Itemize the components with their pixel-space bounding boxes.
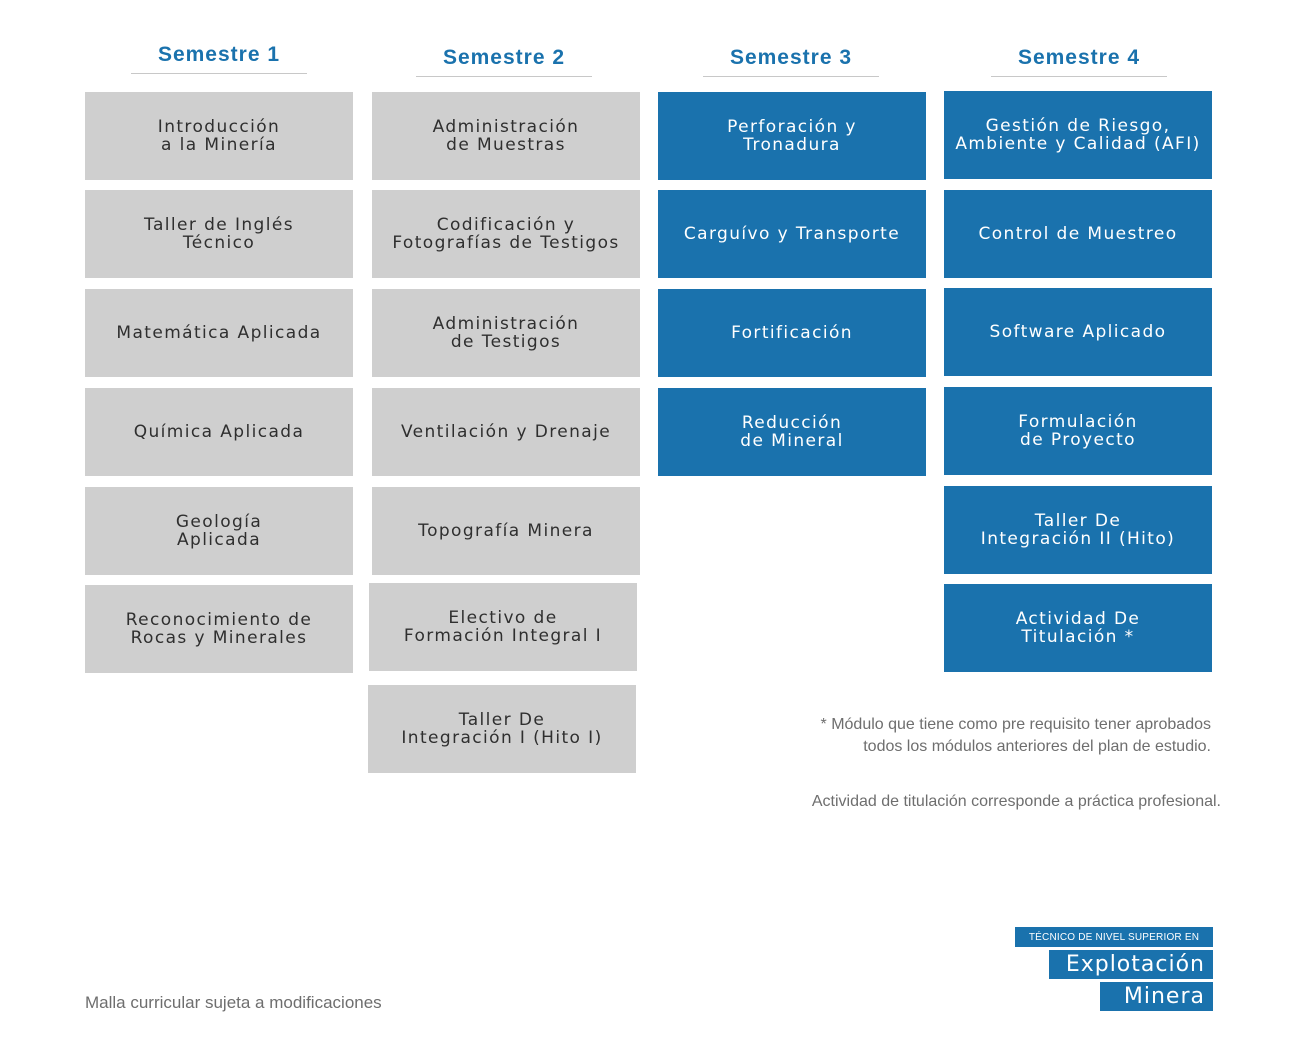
module-box: Taller de Inglés Técnico xyxy=(85,190,353,278)
module-box: Matemática Aplicada xyxy=(85,289,353,377)
module-box: Taller De Integración II (Hito) xyxy=(944,486,1212,574)
program-badge-line2: Minera xyxy=(1100,982,1213,1011)
prerequisite-note: * Módulo que tiene como pre requisito te… xyxy=(700,714,1211,758)
module-box: Gestión de Riesgo, Ambiente y Calidad (A… xyxy=(944,91,1212,179)
module-box: Geología Aplicada xyxy=(85,487,353,575)
semester-4-title: Semestre 4 xyxy=(991,46,1167,77)
module-box: Reducción de Mineral xyxy=(658,388,926,476)
program-badge-subtitle: TÉCNICO DE NIVEL SUPERIOR EN xyxy=(1015,927,1213,947)
module-box: Carguívo y Transporte xyxy=(658,190,926,278)
module-box: Software Aplicado xyxy=(944,288,1212,376)
module-box: Administración de Testigos xyxy=(372,289,640,377)
prerequisite-note-line1: * Módulo que tiene como pre requisito te… xyxy=(820,716,1211,733)
semester-3-title: Semestre 3 xyxy=(703,46,879,77)
prerequisite-note-line2: todos los módulos anteriores del plan de… xyxy=(863,738,1211,755)
module-box: Química Aplicada xyxy=(85,388,353,476)
module-box: Control de Muestreo xyxy=(944,190,1212,278)
program-badge-line1: Explotación xyxy=(1049,950,1213,979)
module-box: Actividad De Titulación * xyxy=(944,584,1212,672)
module-box: Formulación de Proyecto xyxy=(944,387,1212,475)
module-box: Ventilación y Drenaje xyxy=(372,388,640,476)
module-box: Introducción a la Minería xyxy=(85,92,353,180)
module-box: Fortificación xyxy=(658,289,926,377)
module-box: Codificación y Fotografías de Testigos xyxy=(372,190,640,278)
module-box: Reconocimiento de Rocas y Minerales xyxy=(85,585,353,673)
module-box: Perforación y Tronadura xyxy=(658,92,926,180)
module-box: Administración de Muestras xyxy=(372,92,640,180)
module-box: Taller De Integración I (Hito I) xyxy=(368,685,636,773)
titulacion-note: Actividad de titulación corresponde a pr… xyxy=(811,793,1221,810)
disclaimer-text: Malla curricular sujeta a modificaciones xyxy=(85,993,382,1012)
module-box: Electivo de Formación Integral I xyxy=(369,583,637,671)
semester-2-title: Semestre 2 xyxy=(416,46,592,77)
module-box: Topografía Minera xyxy=(372,487,640,575)
semester-1-title: Semestre 1 xyxy=(131,43,307,74)
